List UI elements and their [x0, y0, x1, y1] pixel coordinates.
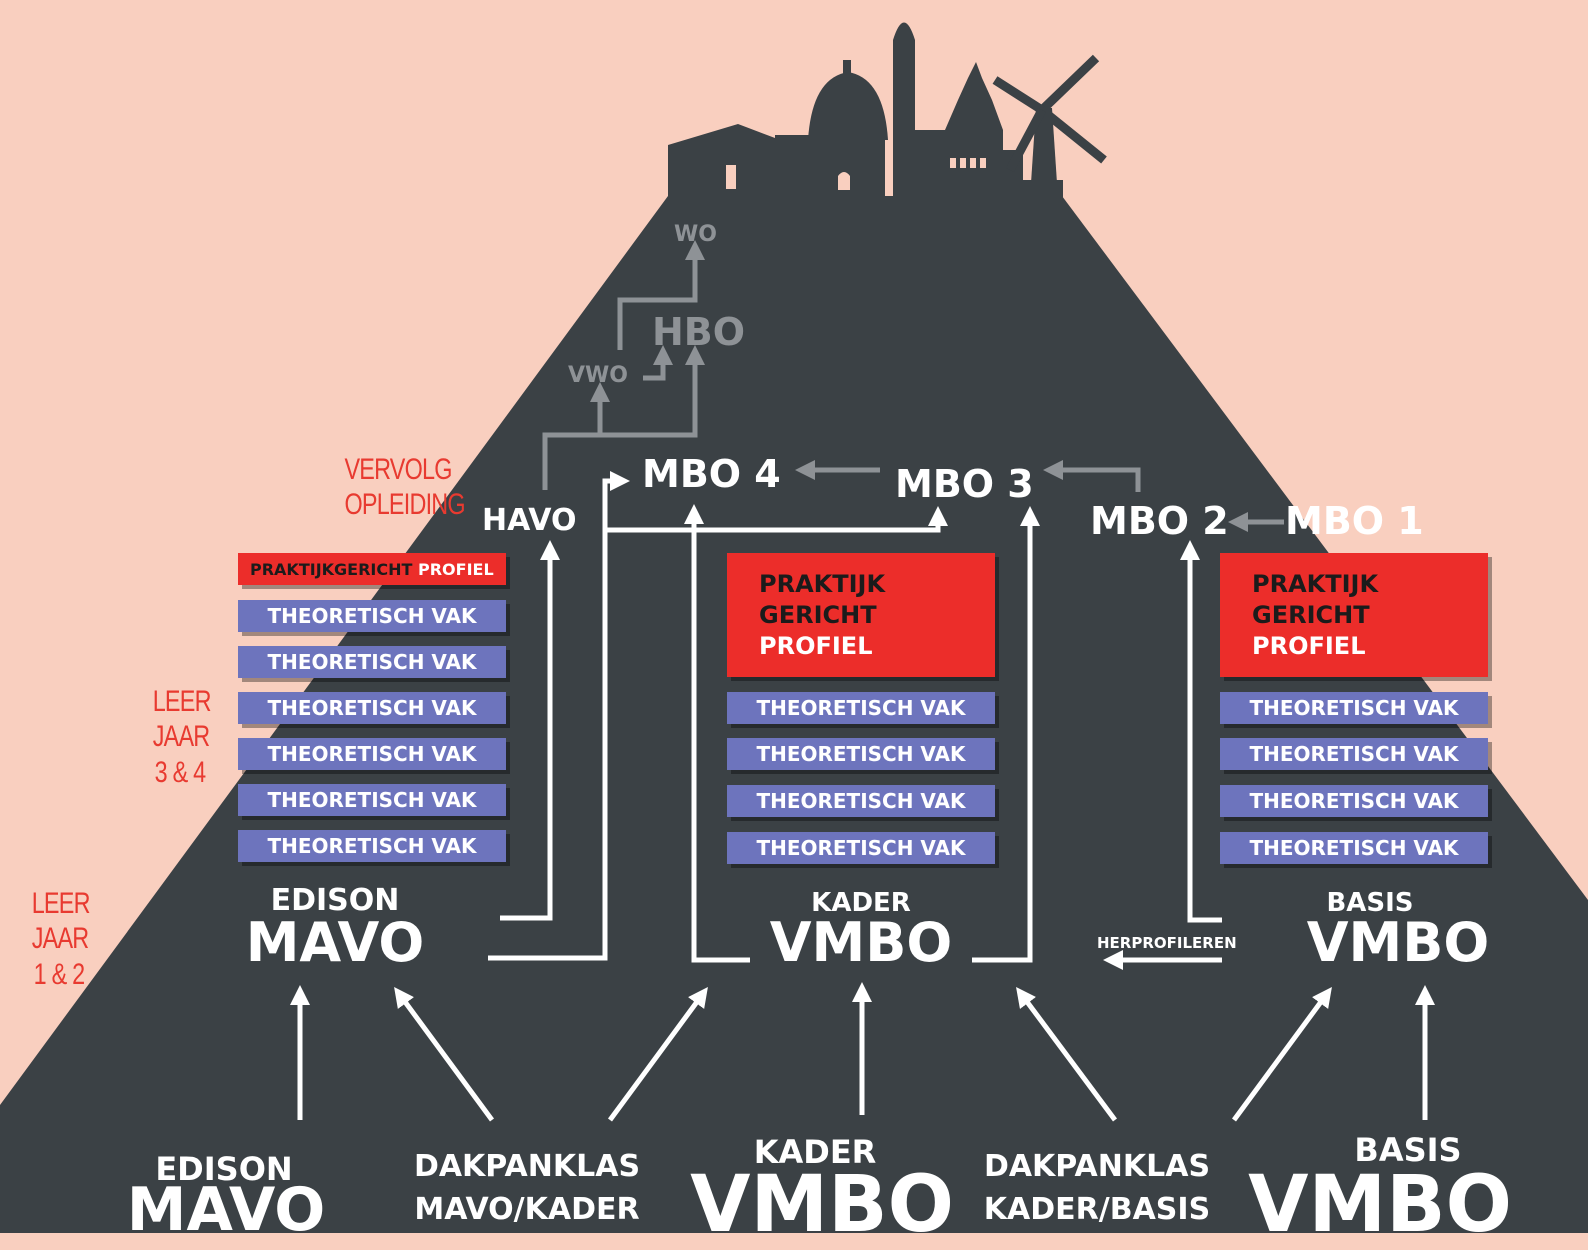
label-hbo: HBO [652, 310, 746, 354]
label-mbo2: MBO 2 [1090, 499, 1229, 543]
mavo-theoretisch-vak: THEORETISCH VAK [238, 600, 506, 632]
label-line: 3 & 4 [154, 755, 207, 789]
label-vervolg-opleiding: VERVOLG OPLEIDING [344, 452, 465, 523]
first-dakpanklas-kb-line1: DAKPANKLAS [983, 1149, 1211, 1184]
mavo-theoretisch-vak: THEORETISCH VAK [238, 646, 506, 678]
profile-line: GERICHT [1252, 601, 1370, 630]
arrow-dakpanmk-to-mavo [394, 986, 495, 1122]
label-mbo4: MBO 4 [642, 452, 781, 496]
first-kader-small: KADER [753, 1133, 877, 1171]
first-basis-small: BASIS [1354, 1131, 1462, 1169]
mavo-theoretisch-vak: THEORETISCH VAK [238, 692, 506, 724]
mavo-theoretisch-vak: THEORETISCH VAK [238, 738, 506, 770]
basis-praktijkgericht-profiel: PRAKTIJK GERICHT PROFIEL [1220, 553, 1488, 677]
basis-title-big: VMBO [1306, 911, 1490, 974]
kader-theoretisch-vak: THEORETISCH VAK [727, 785, 995, 817]
label-mbo1: MBO 1 [1285, 499, 1424, 543]
label-leerjaar-1-2: LEER JAAR 1 & 2 [31, 886, 91, 992]
label-line: JAAR [31, 922, 89, 956]
arrow-havo-to-hbo [600, 345, 705, 438]
arrow-mavo-to-mbo4 [488, 471, 630, 961]
first-basis-big: VMBO [1248, 1160, 1512, 1250]
arrow-havo-to-vwo [542, 382, 610, 490]
profile-line: PROFIEL [759, 632, 873, 661]
arrow-mavo-to-mbo3 [605, 506, 948, 533]
label-mbo3: MBO 3 [895, 462, 1034, 506]
profile-line: PRAKTIJK [1252, 570, 1379, 598]
kader-theoretisch-vak: THEORETISCH VAK [727, 692, 995, 724]
basis-theoretisch-vak: THEORETISCH VAK [1220, 832, 1488, 864]
arrow-dakpankb-to-basis [1231, 986, 1332, 1122]
arrow-vwo-to-hbo [643, 345, 673, 381]
arrow-mbo2-to-mbo3 [1043, 460, 1141, 492]
label-leerjaar-3-4: LEER JAAR 3 & 4 [152, 684, 212, 790]
arrow-dakpankb-to-kader [1016, 986, 1118, 1122]
label-line: JAAR [152, 720, 210, 754]
basis-theoretisch-vak: THEORETISCH VAK [1220, 738, 1488, 770]
label-herprofileren: HERPROFILEREN [1097, 934, 1237, 952]
kader-title-small: KADER [811, 888, 911, 918]
arrow-kader-to-mbo3 [972, 506, 1040, 963]
label-havo: HAVO [482, 503, 577, 538]
label-line: LEER [31, 887, 91, 920]
mavo-theoretisch-vak: THEORETISCH VAK [238, 784, 506, 816]
profile-label-light: PROFIEL [412, 559, 494, 579]
mavo-praktijkgericht-profiel: PRAKTIJKGERICHT PROFIEL [238, 553, 506, 585]
label-line: LEER [152, 685, 212, 718]
basis-title-small: BASIS [1326, 888, 1414, 918]
city-skyline-icon [668, 22, 1107, 198]
first-dakpanklas-mk-line1: DAKPANKLAS [413, 1149, 641, 1184]
label-line: OPLEIDING [344, 488, 465, 522]
arrow-vwo-to-wo [617, 240, 705, 350]
arrow-dakpanmk-to-kader [607, 986, 708, 1122]
profile-line: PRAKTIJK [759, 570, 886, 598]
kader-theoretisch-vak: THEORETISCH VAK [727, 738, 995, 770]
profile-line: PROFIEL [1252, 632, 1366, 661]
mavo-title-small: EDISON [270, 883, 400, 918]
profile-label-dark: PRAKTIJKGERICHT [250, 559, 413, 579]
kader-title-big: VMBO [769, 911, 953, 974]
kader-praktijkgericht-profiel: PRAKTIJK GERICHT PROFIEL [727, 553, 995, 677]
mavo-title-big: MAVO [245, 911, 425, 974]
basis-theoretisch-vak: THEORETISCH VAK [1220, 692, 1488, 724]
first-dakpanklas-mk-line2: MAVO/KADER [414, 1192, 640, 1227]
profile-line: GERICHT [759, 601, 877, 630]
basis-theoretisch-vak: THEORETISCH VAK [1220, 785, 1488, 817]
label-wo: WO [674, 222, 717, 247]
first-mavo-big: MAVO [126, 1175, 326, 1245]
arrow-basis-to-mbo2 [1180, 540, 1222, 923]
first-kader-big: VMBO [690, 1160, 954, 1250]
label-line: 1 & 2 [33, 957, 86, 991]
label-vwo: VWO [568, 363, 628, 388]
mavo-theoretisch-vak: THEORETISCH VAK [238, 830, 506, 862]
arrow-kader-to-mbo4 [684, 504, 750, 963]
first-mavo-small: EDISON [155, 1150, 293, 1188]
kader-theoretisch-vak: THEORETISCH VAK [727, 832, 995, 864]
label-line: VERVOLG [344, 453, 452, 486]
first-dakpanklas-kb-line2: KADER/BASIS [983, 1192, 1211, 1227]
arrow-mavo-to-havo [500, 540, 560, 921]
